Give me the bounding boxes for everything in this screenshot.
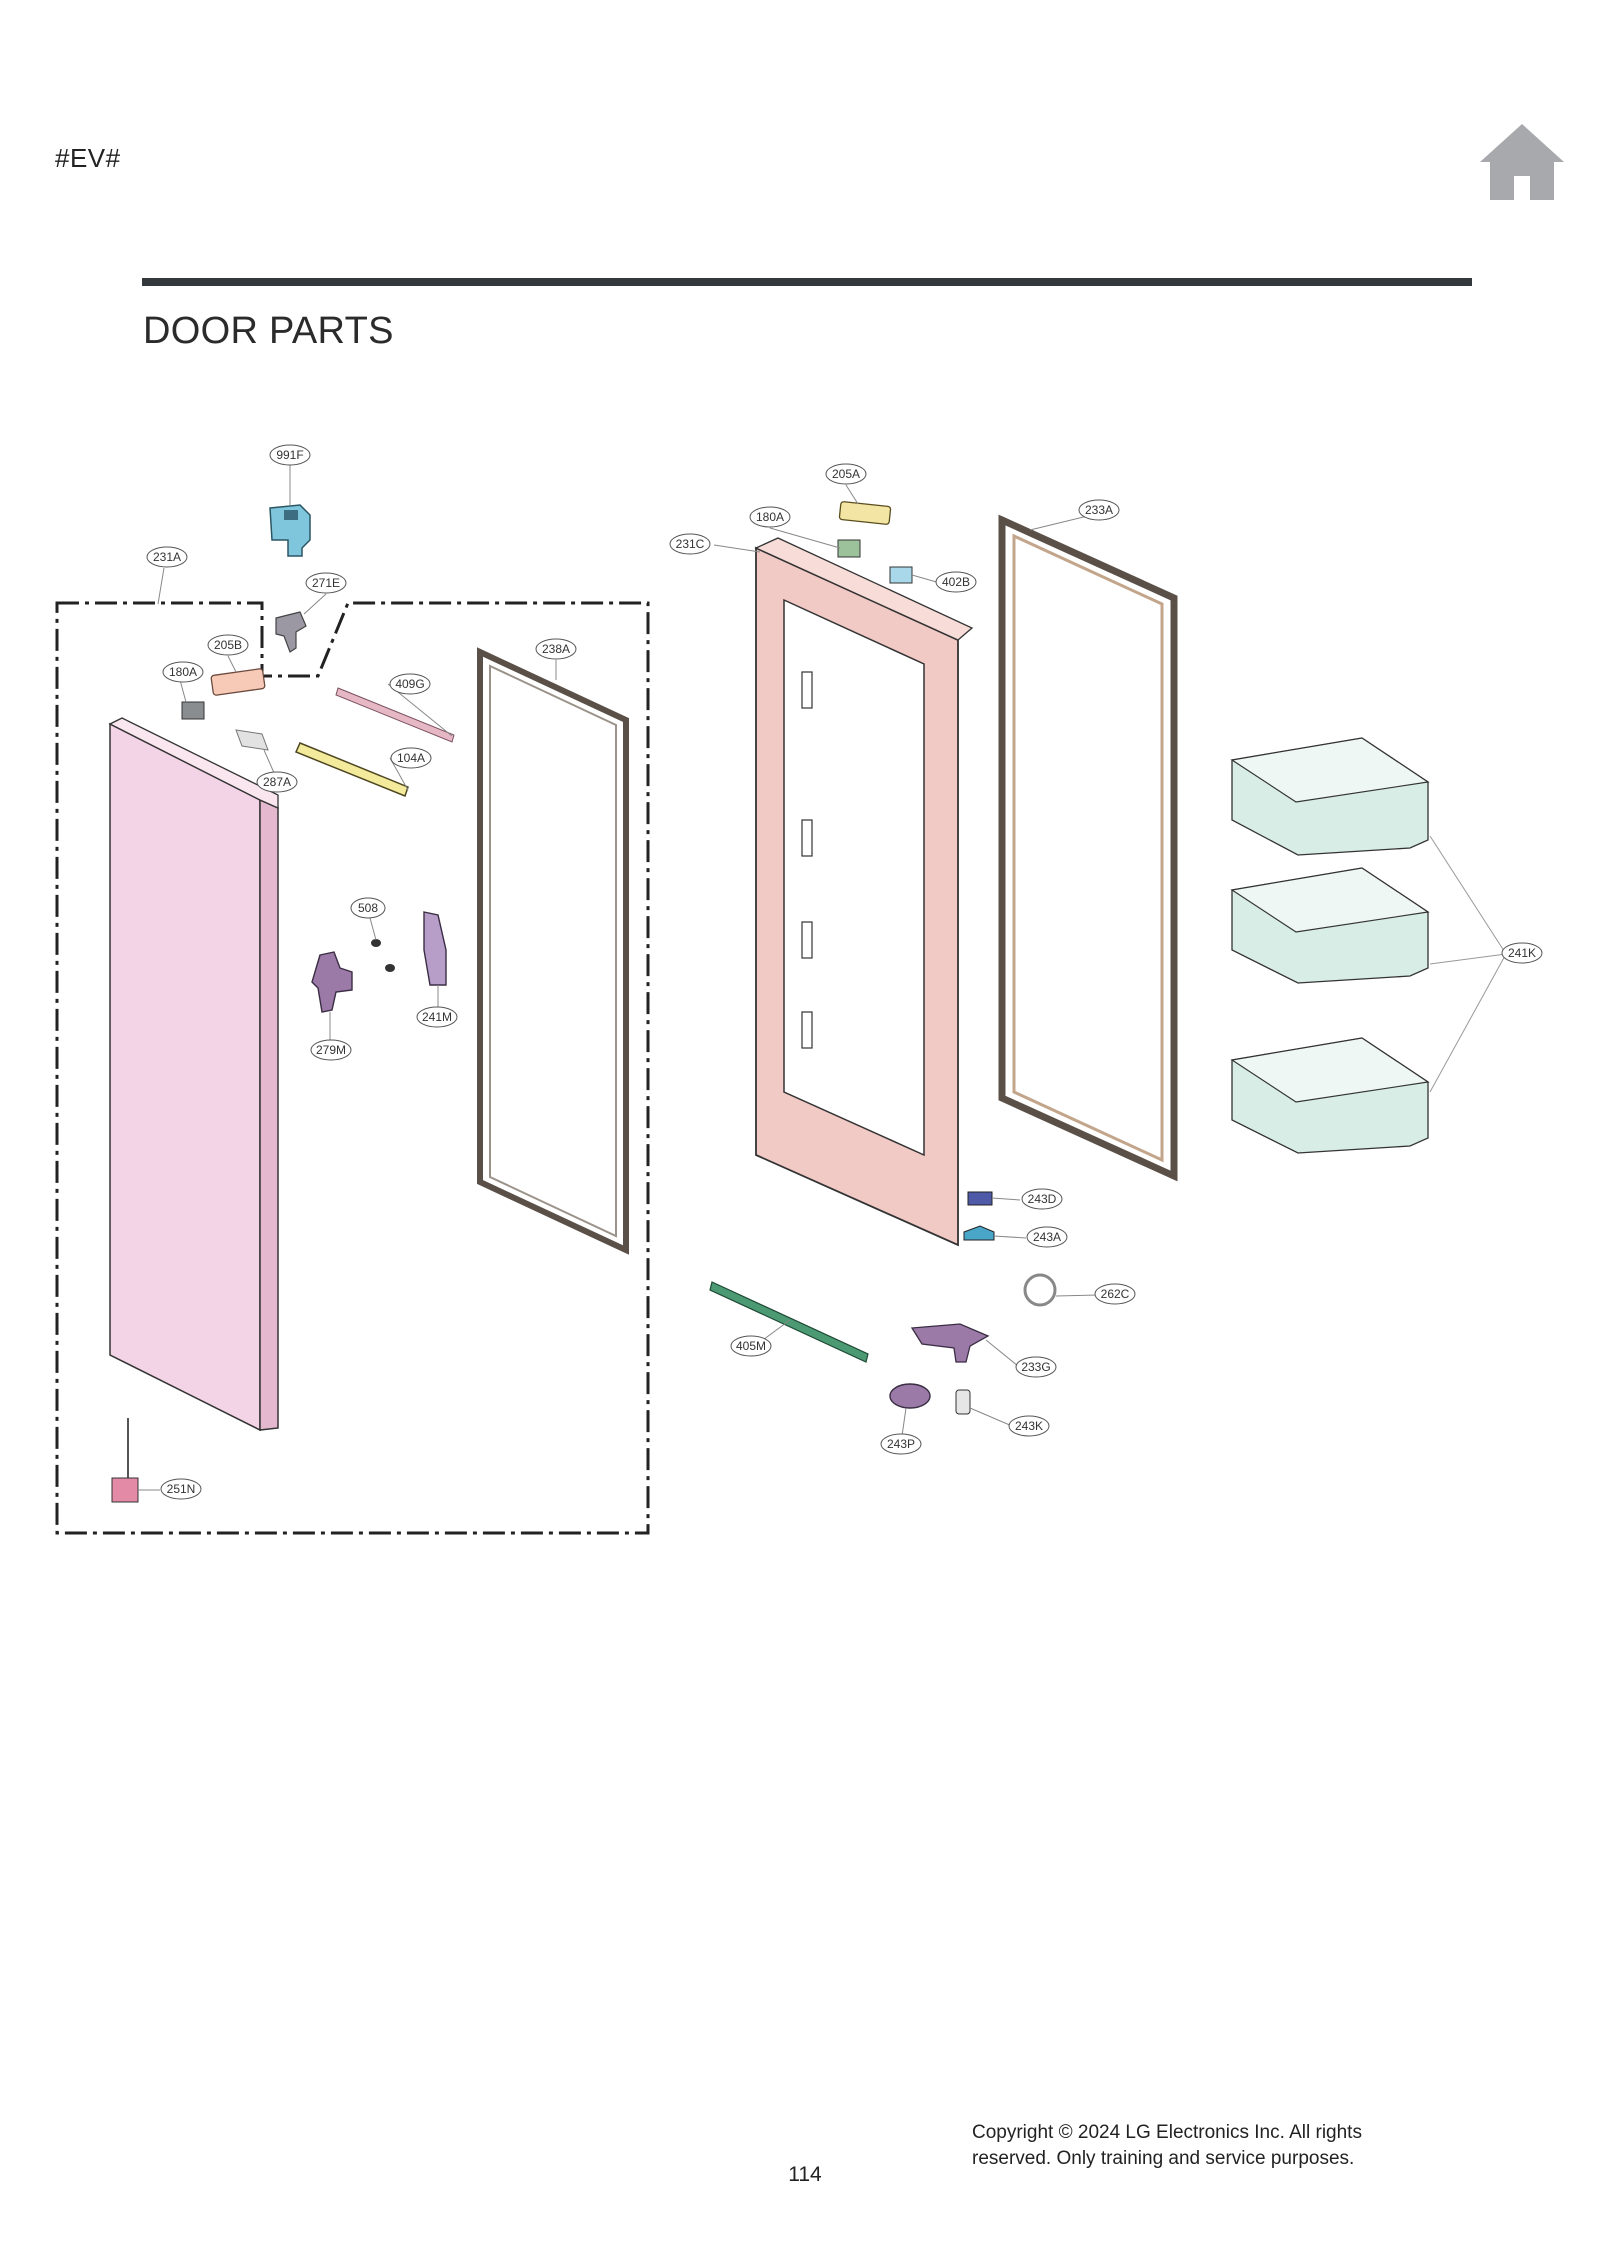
callout-180A-right: 180A [749, 506, 791, 528]
svg-text:991F: 991F [276, 448, 303, 462]
callout-262C: 262C [1094, 1283, 1136, 1305]
svg-text:409G: 409G [395, 677, 424, 691]
svg-text:233G: 233G [1021, 1360, 1050, 1374]
callout-508: 508 [350, 897, 386, 919]
svg-text:205A: 205A [832, 467, 860, 481]
svg-text:233A: 233A [1085, 503, 1113, 517]
svg-text:243P: 243P [887, 1437, 915, 1451]
page-number: 114 [788, 2163, 822, 2186]
callout-205B: 205B [207, 634, 249, 656]
callout-251N: 251N [160, 1478, 202, 1500]
part-rail-405M [709, 1281, 869, 1363]
part-clip-262C [1023, 1273, 1057, 1307]
callout-233A: 233A [1078, 499, 1120, 521]
part-251N [111, 1418, 139, 1503]
part-243K [955, 1389, 971, 1415]
part-243P [889, 1383, 931, 1409]
svg-text:231A: 231A [153, 550, 181, 564]
svg-text:205B: 205B [214, 638, 242, 652]
part-rod-409G [335, 687, 455, 743]
part-block-402B [889, 566, 913, 584]
callout-241K: 241K [1501, 942, 1543, 964]
svg-text:405M: 405M [736, 1339, 766, 1353]
copyright-line-1: Copyright © 2024 LG Electronics Inc. All… [972, 2122, 1362, 2143]
svg-text:243K: 243K [1015, 1419, 1043, 1433]
part-block-180A-left [181, 701, 205, 720]
callout-243A: 243A [1026, 1226, 1068, 1248]
svg-text:262C: 262C [1101, 1287, 1130, 1301]
part-243A [963, 1225, 995, 1241]
callout-271E: 271E [305, 572, 347, 594]
home-icon[interactable] [1478, 118, 1566, 204]
svg-text:243A: 243A [1033, 1230, 1061, 1244]
svg-text:402B: 402B [942, 575, 970, 589]
part-cap-205A [838, 501, 892, 525]
callout-104A: 104A [390, 747, 432, 769]
callout-205A: 205A [825, 463, 867, 485]
part-hinge [275, 611, 307, 653]
part-door-frame-231C [754, 537, 974, 1247]
part-door-bins-241K [1230, 737, 1507, 1154]
svg-text:238A: 238A [542, 642, 570, 656]
svg-text:508: 508 [358, 901, 378, 915]
section-divider [142, 278, 1472, 286]
svg-text:231C: 231C [676, 537, 705, 551]
part-screws-508 [371, 939, 395, 972]
svg-text:241M: 241M [422, 1010, 452, 1024]
callout-405M: 405M [730, 1335, 772, 1357]
svg-text:287A: 287A [263, 775, 291, 789]
callout-231A: 231A [146, 546, 188, 568]
svg-text:241K: 241K [1508, 946, 1536, 960]
part-latch-279M [311, 951, 353, 1013]
callout-279M: 279M [310, 1039, 352, 1061]
svg-text:243D: 243D [1028, 1192, 1057, 1206]
part-plate-287A [235, 729, 269, 751]
part-bracket-241M [423, 911, 447, 986]
svg-text:180A: 180A [169, 665, 197, 679]
svg-text:271E: 271E [312, 576, 340, 590]
part-243D [967, 1191, 993, 1206]
callout-238A: 238A [535, 638, 577, 660]
svg-text:180A: 180A [756, 510, 784, 524]
part-gasket-238A [477, 647, 629, 1255]
callout-231C: 231C [669, 533, 711, 555]
callout-991F: 991F [269, 444, 311, 466]
callout-180A-left: 180A [162, 661, 204, 683]
svg-text:279M: 279M [316, 1043, 346, 1057]
svg-text:251N: 251N [167, 1482, 196, 1496]
part-cap-205B [210, 668, 266, 696]
callout-243K: 243K [1008, 1415, 1050, 1437]
svg-text:104A: 104A [397, 751, 425, 765]
part-hinge-cover [269, 504, 311, 557]
part-door-panel [108, 717, 279, 1432]
assembly-231A-boundary [55, 601, 650, 1535]
callout-233G: 233G [1015, 1356, 1057, 1378]
callout-402B: 402B [935, 571, 977, 593]
copyright-notice: Copyright © 2024 LG Electronics Inc. All… [972, 2120, 1412, 2172]
callout-241M: 241M [416, 1006, 458, 1028]
callout-287A: 287A [256, 771, 298, 793]
callout-243D: 243D [1021, 1188, 1063, 1210]
part-block-180A-right [837, 539, 861, 558]
part-hinge-233G [910, 1323, 990, 1363]
part-strip-104A [294, 742, 409, 797]
copyright-line-2: reserved. Only training and service purp… [972, 2148, 1355, 2169]
section-title: DOOR PARTS [143, 310, 394, 352]
callout-409G: 409G [389, 673, 431, 695]
callout-243P: 243P [880, 1433, 922, 1455]
document-code: #EV# [55, 143, 121, 173]
part-gasket-233A [998, 514, 1178, 1182]
